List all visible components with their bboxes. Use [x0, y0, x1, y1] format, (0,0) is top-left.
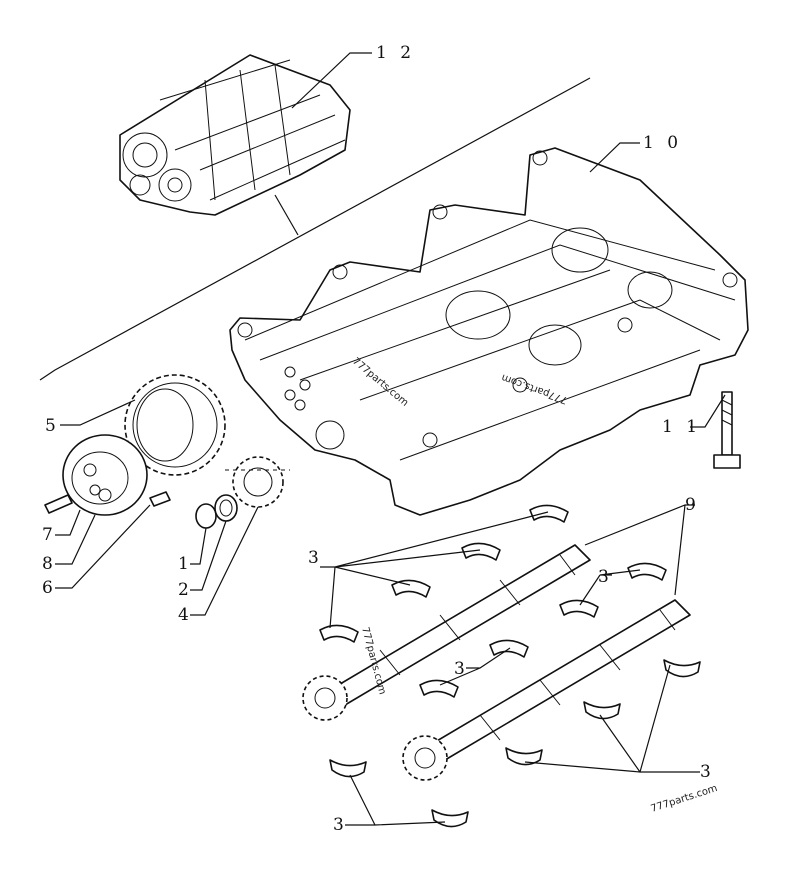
label-3-upper-left: 3 [308, 548, 323, 568]
label-2: 2 [178, 580, 193, 600]
label-6: 6 [42, 578, 57, 598]
small-gear-4 [232, 456, 284, 508]
label-12: 1 2 [376, 43, 415, 63]
leader-lines [39, 52, 726, 826]
part-labels: 1 2 1 0 1 1 5 7 8 6 1 2 4 9 3 3 3 3 3 [42, 43, 715, 835]
screw-6 [149, 491, 171, 507]
timing-gear-5 [124, 374, 226, 476]
label-9: 9 [685, 495, 700, 515]
label-7: 7 [42, 525, 57, 545]
label-11: 1 1 [662, 417, 701, 437]
label-3-upper-right: 3 [598, 567, 613, 587]
circlip-1 [195, 503, 217, 529]
assembled-housing-thumbnail [119, 54, 351, 216]
label-10: 1 0 [643, 133, 682, 153]
balancer-shaft-upper [302, 544, 591, 721]
balancer-shaft-lower [402, 599, 691, 781]
label-1: 1 [178, 554, 193, 574]
label-3-lower-right: 3 [700, 762, 715, 782]
bolt-11 [713, 391, 741, 469]
pulley-hub-8 [62, 434, 148, 516]
lower-crankcase-housing [229, 147, 749, 516]
label-3-bottom: 3 [333, 815, 348, 835]
screw-7 [44, 494, 73, 514]
washer-2 [214, 494, 238, 522]
label-5: 5 [45, 416, 60, 436]
label-3-middle: 3 [454, 659, 469, 679]
label-4: 4 [178, 605, 193, 625]
label-8: 8 [42, 554, 57, 574]
watermark-4: 777parts.com [650, 783, 719, 815]
